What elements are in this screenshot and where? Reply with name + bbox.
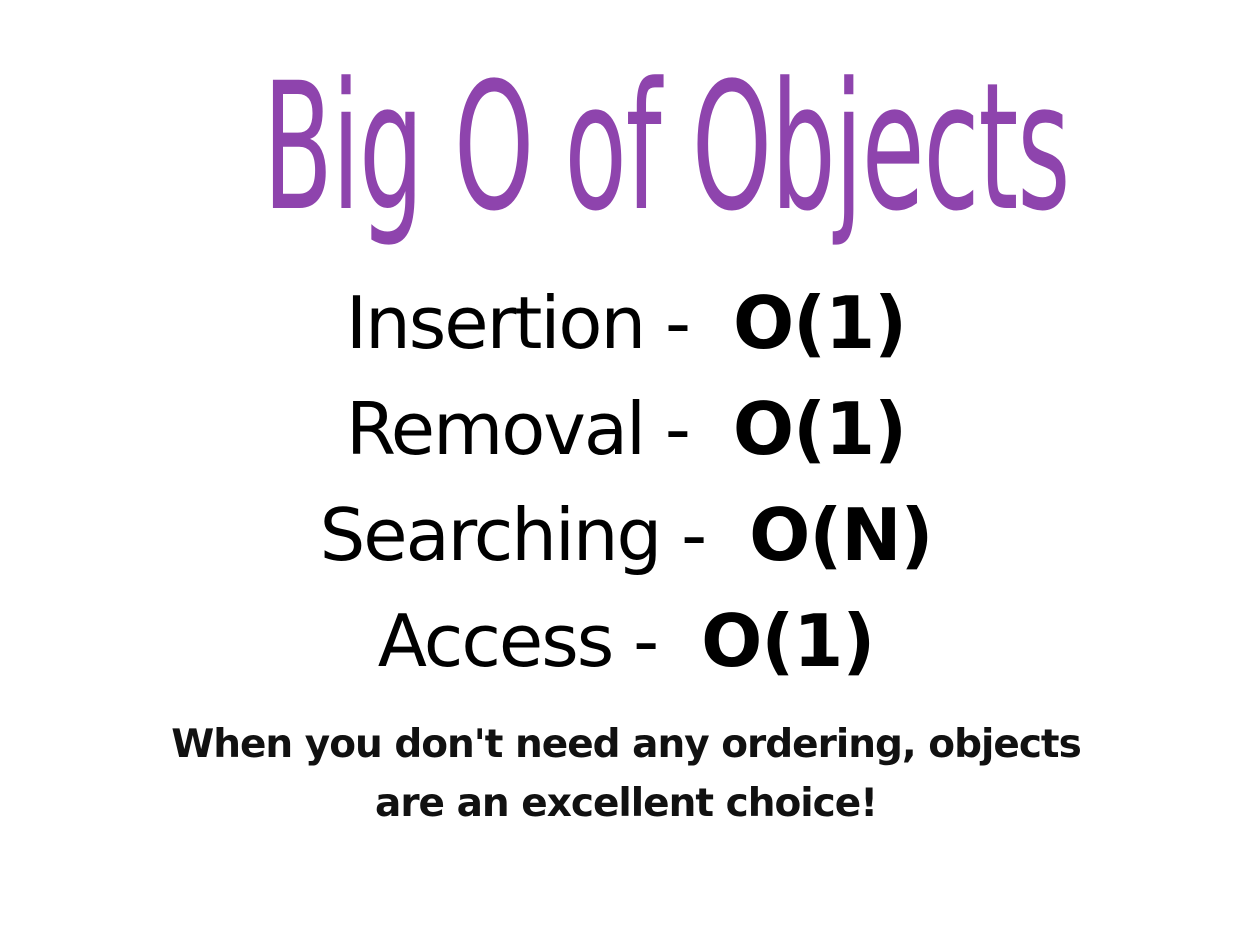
complexity-list: Insertion - O(1) Removal - O(1) Searching … [0, 270, 1252, 694]
list-item-insertion: Insertion - O(1) [0, 270, 1252, 376]
list-item-searching: Searching - O(N) [0, 482, 1252, 588]
complexity-value: O(1) [732, 387, 907, 471]
summary-note-line-2: are an excellent choice! [375, 781, 878, 826]
page-title: Big O of Objects [262, 45, 1071, 250]
complexity-value: O(N) [749, 493, 933, 577]
complexity-value: O(1) [732, 281, 907, 365]
operation-label: Access - [377, 599, 659, 683]
operation-label: Searching - [319, 493, 708, 577]
summary-note: When you don't need any ordering, object… [0, 715, 1252, 833]
operation-label: Removal - [345, 387, 691, 471]
operation-label: Insertion - [345, 281, 691, 365]
summary-note-line-1: When you don't need any ordering, object… [171, 722, 1082, 767]
list-item-removal: Removal - O(1) [0, 376, 1252, 482]
list-item-access: Access - O(1) [0, 588, 1252, 694]
complexity-value: O(1) [701, 599, 875, 683]
